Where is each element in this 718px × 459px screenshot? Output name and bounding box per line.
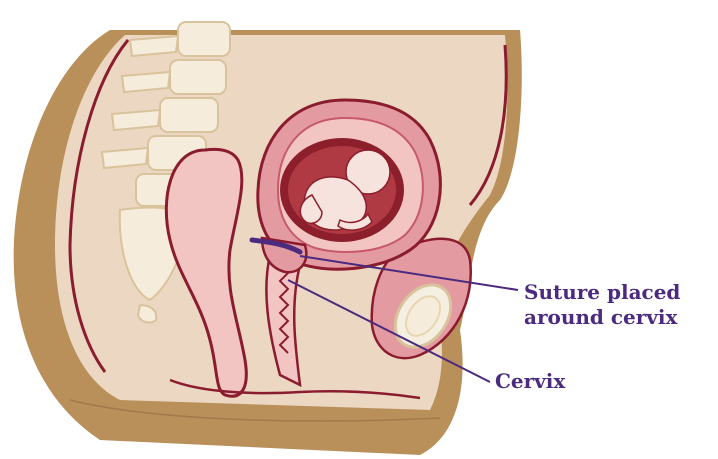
cervix-label: Cervix <box>495 369 566 393</box>
suture-label-line2: around cervix <box>524 305 679 329</box>
suture-label-line1: Suture placed <box>524 280 680 304</box>
